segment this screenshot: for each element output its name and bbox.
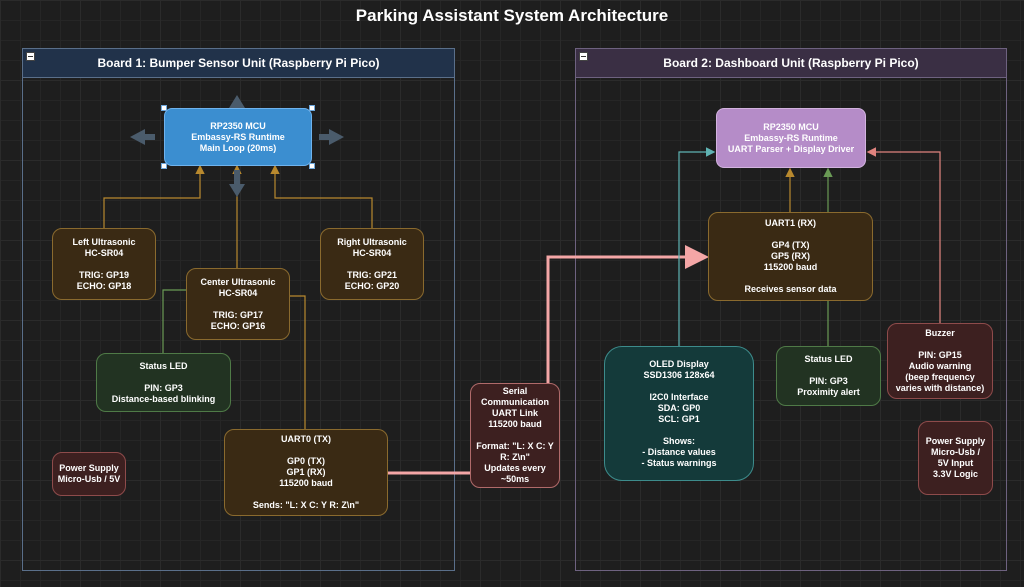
power-supply-2-node[interactable]: Power Supply Micro-Usb / 5V Input 3.3V L… xyxy=(918,421,993,495)
diagram-title: Parking Assistant System Architecture xyxy=(355,6,669,25)
uart1-node[interactable]: UART1 (RX) GP4 (TX) GP5 (RX) 115200 baud… xyxy=(708,212,873,301)
oled-display-label: OLED Display SSD1306 128x64 I2C0 Interfa… xyxy=(641,358,717,468)
mcu-board-1[interactable]: RP2350 MCU Embassy-RS Runtime Main Loop … xyxy=(164,108,312,166)
status-led-1-label: Status LED PIN: GP3 Distance-based blink… xyxy=(111,360,216,404)
selection-handle[interactable] xyxy=(309,163,315,169)
wire-left-ultrasonic-to-mcu xyxy=(103,164,205,228)
center-ultrasonic-node[interactable]: Center Ultrasonic HC-SR04 TRIG: GP17 ECH… xyxy=(186,268,290,340)
board-2-title: Board 2: Dashboard Unit (Raspberry Pi Pi… xyxy=(663,56,919,70)
power-supply-2-label: Power Supply Micro-Usb / 5V Input 3.3V L… xyxy=(925,436,986,479)
mcu-board-2-label: RP2350 MCU Embassy-RS Runtime UART Parse… xyxy=(727,121,855,154)
board-1-collapse-icon[interactable] xyxy=(26,52,35,61)
board-2-container[interactable]: Board 2: Dashboard Unit (Raspberry Pi Pi… xyxy=(575,48,1007,571)
wire-status-led-1 xyxy=(162,289,186,353)
power-supply-1-label: Power Supply Micro-Usb / 5V xyxy=(57,463,121,484)
wire-buzzer-to-mcu xyxy=(866,147,941,323)
left-ultrasonic-node[interactable]: Left Ultrasonic HC-SR04 TRIG: GP19 ECHO:… xyxy=(52,228,156,300)
status-led-2-label: Status LED PIN: GP3 Proximity alert xyxy=(797,354,860,397)
left-ultrasonic-label: Left Ultrasonic HC-SR04 TRIG: GP19 ECHO:… xyxy=(72,236,136,291)
board-1-title: Board 1: Bumper Sensor Unit (Raspberry P… xyxy=(97,56,380,70)
serial-communication-label: Serial Communication UART Link 115200 ba… xyxy=(476,386,554,484)
wire-oled-to-mcu xyxy=(678,147,716,346)
move-arrows-icon xyxy=(130,95,344,197)
board-2-header: Board 2: Dashboard Unit (Raspberry Pi Pi… xyxy=(576,49,1006,78)
wire-right-ultrasonic-to-mcu xyxy=(270,164,373,228)
board-1-header: Board 1: Bumper Sensor Unit (Raspberry P… xyxy=(23,49,454,78)
uart0-node[interactable]: UART0 (TX) GP0 (TX) GP1 (RX) 115200 baud… xyxy=(224,429,388,516)
selection-handle[interactable] xyxy=(309,105,315,111)
center-ultrasonic-label: Center Ultrasonic HC-SR04 TRIG: GP17 ECH… xyxy=(200,276,276,331)
buzzer-node[interactable]: Buzzer PIN: GP15 Audio warning (beep fre… xyxy=(887,323,993,399)
power-supply-1-node[interactable]: Power Supply Micro-Usb / 5V xyxy=(52,452,126,496)
uart0-label: UART0 (TX) GP0 (TX) GP1 (RX) 115200 baud… xyxy=(252,434,360,510)
serial-link-wire xyxy=(388,245,709,475)
oled-display-node[interactable]: OLED Display SSD1306 128x64 I2C0 Interfa… xyxy=(604,346,754,481)
board-1-container[interactable]: Board 1: Bumper Sensor Unit (Raspberry P… xyxy=(22,48,455,571)
right-ultrasonic-node[interactable]: Right Ultrasonic HC-SR04 TRIG: GP21 ECHO… xyxy=(320,228,424,300)
uart1-label: UART1 (RX) GP4 (TX) GP5 (RX) 115200 baud… xyxy=(744,218,837,294)
mcu-board-2[interactable]: RP2350 MCU Embassy-RS Runtime UART Parse… xyxy=(716,108,866,168)
mcu-board-1-label: RP2350 MCU Embassy-RS Runtime Main Loop … xyxy=(191,120,285,153)
status-led-1-node[interactable]: Status LED PIN: GP3 Distance-based blink… xyxy=(96,353,231,412)
selection-handle[interactable] xyxy=(161,105,167,111)
serial-communication-node[interactable]: Serial Communication UART Link 115200 ba… xyxy=(470,383,560,488)
status-led-2-node[interactable]: Status LED PIN: GP3 Proximity alert xyxy=(776,346,881,406)
board-2-collapse-icon[interactable] xyxy=(579,52,588,61)
right-ultrasonic-label: Right Ultrasonic HC-SR04 TRIG: GP21 ECHO… xyxy=(337,236,407,291)
buzzer-label: Buzzer PIN: GP15 Audio warning (beep fre… xyxy=(895,328,985,393)
selection-handle[interactable] xyxy=(161,163,167,169)
